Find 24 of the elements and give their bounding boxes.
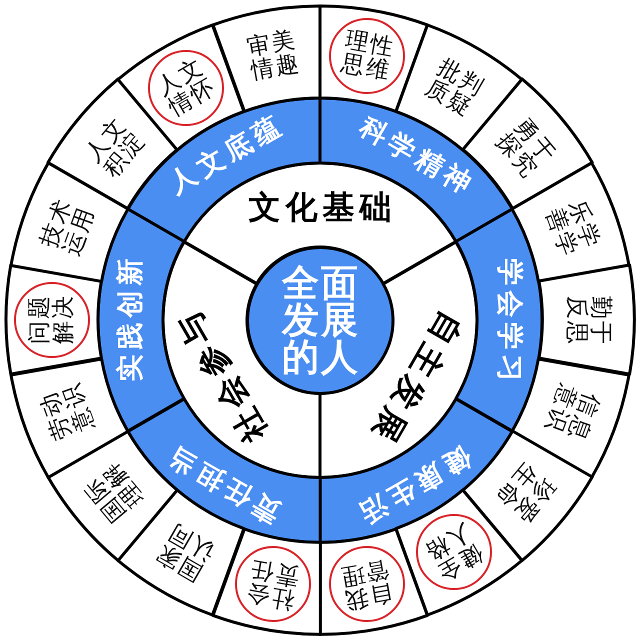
point-label: 劳动意识 [36,378,100,444]
competency-label: 学会学习 [494,258,524,386]
point-label: 社会责任 [244,555,302,612]
point-label: 批判质疑 [420,54,489,122]
highlight-circle [328,546,405,622]
point-label: 人文情怀 [152,54,221,122]
point-label: 勇于探究 [490,112,561,184]
point-label: 国际理解 [79,456,150,528]
dimension-label: 文化基础 [247,191,396,223]
center-label: 全面发展的人 [280,264,361,376]
point-label: 技术运用 [36,196,100,262]
point-label: 问题解决 [28,294,76,346]
point-label: 健全人格 [419,518,488,586]
highlight-circle [14,282,90,358]
point-label: 国家认同 [151,518,220,586]
point-label: 审美情趣 [244,28,304,85]
point-label: 理性思维 [338,28,396,85]
point-label: 信息意识 [540,380,604,444]
point-label: 珍爱生命 [490,456,561,528]
point-label: 乐学善学 [540,196,604,262]
point-label: 勤于反思 [564,294,612,346]
competency-label: 实践创新 [116,254,146,384]
point-label: 人文积淀 [79,112,150,184]
point-label: 自我管理 [336,555,396,612]
